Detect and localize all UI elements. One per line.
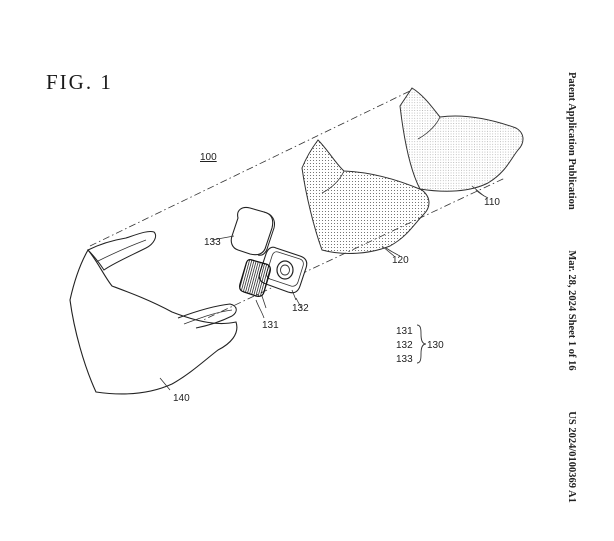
label-110-outer-cover: 110: [484, 197, 500, 208]
exploded-view-drawing: [69, 87, 524, 395]
outer-cover-110: [399, 87, 524, 197]
label-120-filter: 120: [392, 255, 409, 266]
part-131-pad: [239, 259, 271, 309]
mask-body-140: [69, 231, 238, 395]
figure-title: FIG. 1: [46, 70, 113, 94]
legend-item-131: 131: [396, 326, 413, 337]
filter-120: [301, 139, 430, 257]
part-133-frame: [211, 206, 275, 256]
label-133-frame: 133: [204, 237, 221, 248]
label-100-assembly: 100: [200, 152, 217, 163]
label-132-fan-housing: 132: [292, 303, 309, 314]
legend-item-133: 133: [396, 354, 413, 365]
assembly-guide-lines: [89, 89, 506, 331]
group-130-brace: [416, 324, 427, 364]
label-131-pad: 131: [262, 320, 279, 331]
label-140-mask-body: 140: [173, 393, 190, 404]
legend-item-132: 132: [396, 340, 413, 351]
part-132-fan-housing: [258, 246, 308, 301]
patent-drawing-sheet: FIG. 1 Patent Application Publication Ma…: [46, 70, 577, 503]
legend-group-130: 130: [427, 340, 444, 351]
leader-lines: [255, 189, 489, 319]
